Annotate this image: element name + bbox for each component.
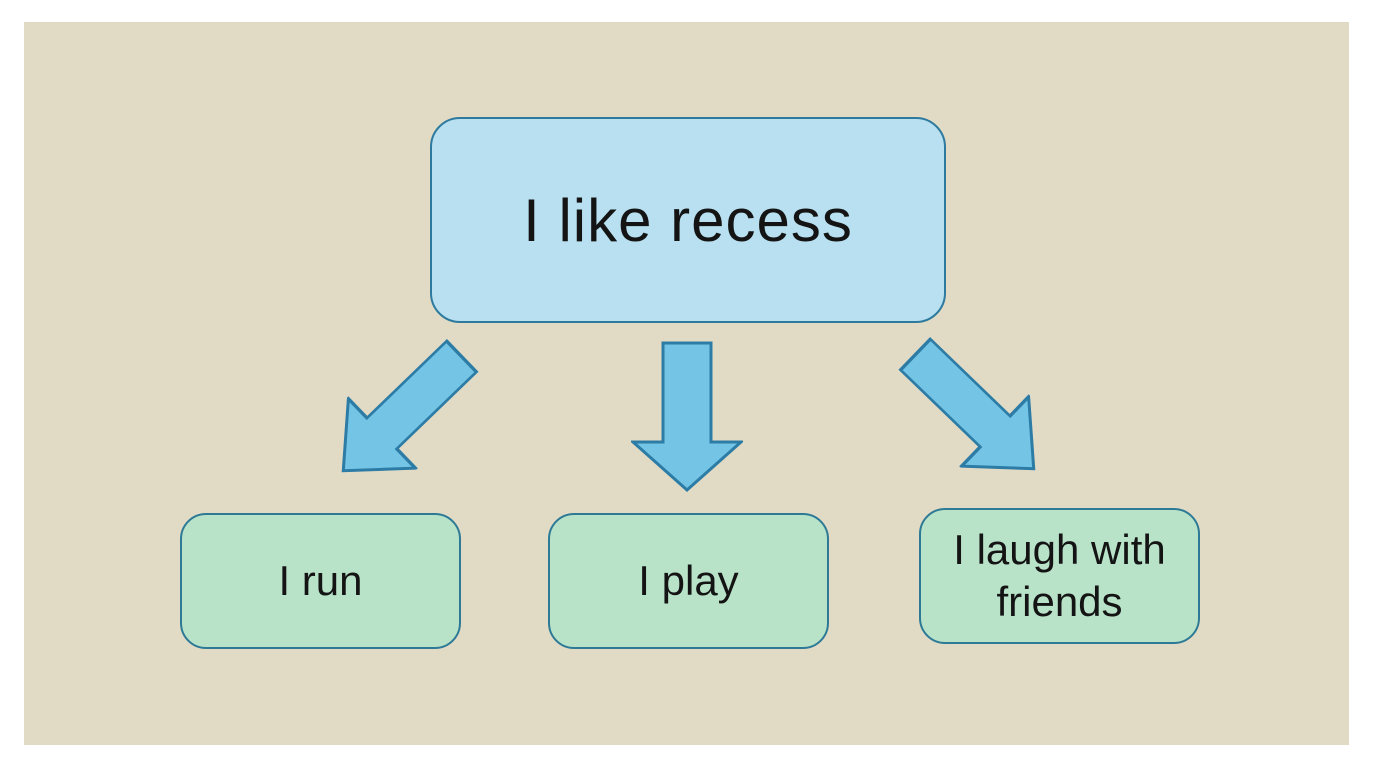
child-node-laugh-with-friends-label: I laugh with friends (953, 525, 1166, 626)
child-node-run-label: I run (278, 556, 363, 604)
child-node-play-label: I play (638, 556, 739, 604)
slide-canvas: I like recess I run I play I laugh with … (24, 22, 1349, 745)
child-node-play: I play (548, 513, 829, 649)
arrow-down-left-icon (341, 338, 479, 473)
child-node-run: I run (180, 513, 461, 649)
arrow-down-icon (631, 341, 743, 493)
child-node-laugh-with-friends: I laugh with friends (919, 508, 1200, 644)
arrow-down-right-icon (898, 336, 1036, 471)
root-node: I like recess (430, 117, 946, 323)
root-node-label: I like recess (523, 186, 853, 254)
